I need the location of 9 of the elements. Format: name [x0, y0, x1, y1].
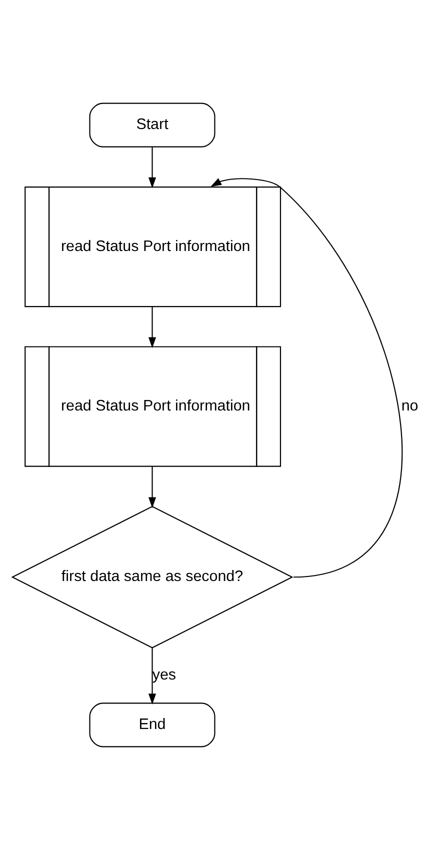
arrow	[210, 178, 402, 578]
arrow	[148, 466, 156, 508]
node-box: End	[89, 702, 216, 748]
edge-label: no	[401, 398, 418, 415]
node-box: Start	[89, 102, 216, 148]
node-diamond: first data same as second?	[11, 506, 294, 648]
arrow	[148, 307, 156, 348]
arrow	[148, 146, 156, 188]
arrow	[148, 648, 156, 705]
